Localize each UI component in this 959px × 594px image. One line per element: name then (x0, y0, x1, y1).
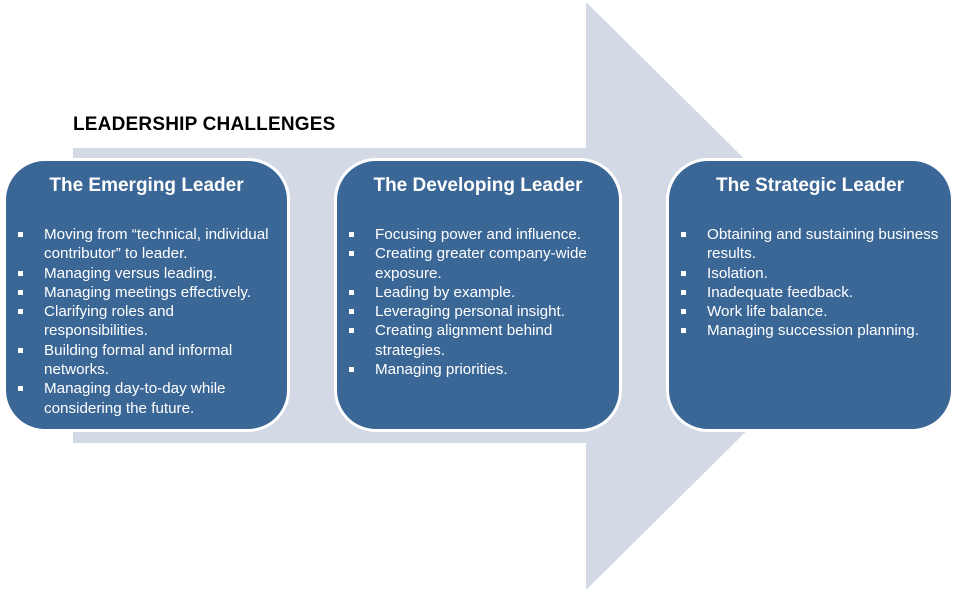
list-item: Clarifying roles and responsibilities. (16, 302, 281, 341)
card-title: The Emerging Leader (49, 175, 244, 196)
square-bullet-icon (681, 232, 686, 237)
square-bullet-icon (18, 347, 23, 353)
list-item: Managing versus leading. (16, 264, 281, 283)
card-title: The Strategic Leader (716, 175, 904, 196)
square-bullet-icon (18, 270, 23, 276)
square-bullet-icon (681, 289, 686, 295)
list-item: Managing meetings effectively. (16, 283, 281, 302)
list-item: Inadequate feedback. (679, 283, 945, 302)
square-bullet-icon (18, 309, 23, 315)
list-item: Managing day-to-day while considering th… (16, 379, 281, 418)
list-item: Creating alignment behind strategies. (347, 321, 613, 360)
card-developing-leader: The Developing Leader Focusing power and… (334, 158, 622, 432)
square-bullet-icon (349, 367, 354, 373)
list-item: Obtaining and sustaining business result… (679, 225, 945, 264)
list-item: Creating greater company-wide exposure. (347, 244, 613, 283)
square-bullet-icon (349, 289, 354, 295)
list-item: Building formal and informal networks. (16, 341, 281, 380)
square-bullet-icon (349, 251, 354, 257)
square-bullet-icon (349, 232, 354, 237)
challenge-list: Moving from “technical, individual contr… (16, 225, 281, 418)
list-item: Leading by example. (347, 283, 613, 302)
card-strategic-leader: The Strategic Leader Obtaining and susta… (666, 158, 954, 432)
challenge-list: Obtaining and sustaining business result… (679, 225, 945, 341)
list-item: Focusing power and influence. (347, 225, 613, 244)
list-item: Leveraging personal insight. (347, 302, 613, 321)
square-bullet-icon (18, 289, 23, 295)
square-bullet-icon (18, 386, 23, 392)
square-bullet-icon (681, 328, 686, 334)
square-bullet-icon (681, 270, 686, 276)
card-emerging-leader: The Emerging Leader Moving from “technic… (3, 158, 290, 432)
list-item: Work life balance. (679, 302, 945, 321)
list-item: Managing succession planning. (679, 321, 945, 340)
challenge-list: Focusing power and influence. Creating g… (347, 225, 613, 379)
square-bullet-icon (349, 328, 354, 334)
list-item: Isolation. (679, 264, 945, 283)
square-bullet-icon (681, 309, 686, 315)
square-bullet-icon (349, 309, 354, 315)
square-bullet-icon (18, 232, 23, 237)
card-title: The Developing Leader (373, 175, 583, 196)
diagram-heading: LEADERSHIP CHALLENGES (73, 114, 336, 135)
list-item: Managing priorities. (347, 360, 613, 379)
list-item: Moving from “technical, individual contr… (16, 225, 281, 264)
